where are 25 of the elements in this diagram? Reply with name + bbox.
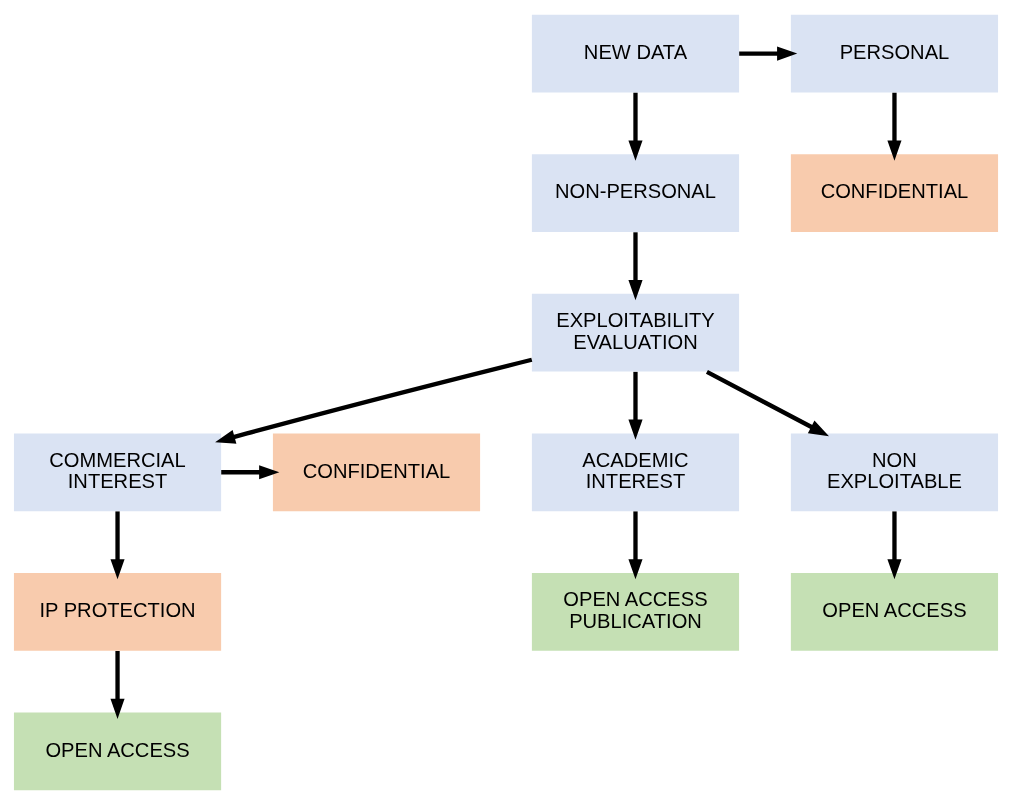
- node-box: OPEN ACCESS PUBLICATION: [531, 573, 740, 651]
- node-box: PERSONAL: [790, 14, 999, 93]
- arrow: [110, 651, 125, 719]
- arrow: [221, 465, 280, 480]
- arrow: [628, 92, 643, 161]
- arrow: [705, 369, 830, 437]
- node-box: NEW DATA: [531, 14, 740, 93]
- arrow: [628, 232, 643, 301]
- arrow: [110, 511, 125, 580]
- node-box: CONFIDENTIAL: [790, 154, 999, 232]
- node-box: OPEN ACCESS: [13, 712, 222, 791]
- arrow: [628, 511, 643, 580]
- node-box: COMMERCIAL INTEREST: [13, 433, 222, 512]
- arrow: [739, 46, 798, 61]
- node-box: CONFIDENTIAL: [272, 433, 481, 512]
- node-box: IP PROTECTION: [13, 573, 222, 651]
- arrow: [628, 371, 643, 440]
- node-box: NON EXPLOITABLE: [790, 433, 999, 512]
- node-box: EXPLOITABILITY EVALUATION: [531, 293, 740, 372]
- node-box: ACADEMIC INTEREST: [531, 433, 740, 512]
- arrow: [887, 511, 902, 580]
- arrow: [887, 92, 902, 161]
- node-box: NON-PERSONAL: [531, 154, 740, 232]
- arrow: [215, 357, 533, 444]
- node-box: OPEN ACCESS: [790, 573, 999, 651]
